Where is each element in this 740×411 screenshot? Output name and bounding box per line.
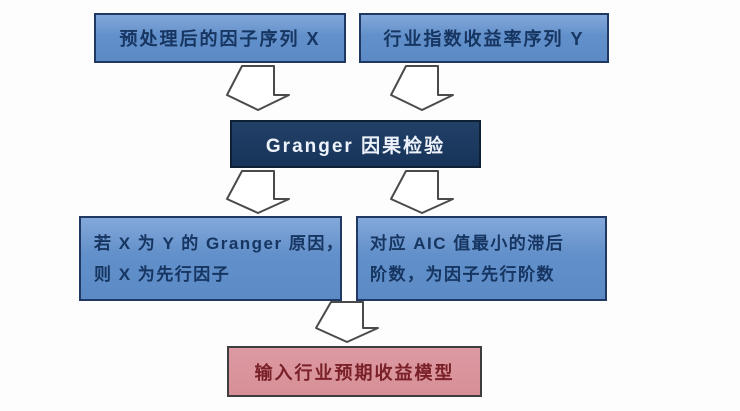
down-arrow-granger-to-conclusion: [226, 170, 290, 214]
node-label-line1: 若 X 为 Y 的 Granger 原因，: [94, 233, 345, 253]
node-granger-causality-test: Granger 因果检验: [230, 120, 481, 168]
node-label-line2: 则 X 为先行因子: [94, 264, 231, 284]
node-aic-optimal-lag: 对应 AIC 值最小的滞后 阶数，为因子先行阶数: [356, 216, 607, 301]
node-label-line2: 阶数，为因子先行阶数: [370, 264, 555, 284]
node-label: 预处理后的因子序列 X: [119, 29, 321, 49]
node-industry-expected-return-model: 输入行业预期收益模型: [227, 346, 482, 397]
node-label: Granger 因果检验: [265, 135, 446, 157]
down-arrow-granger-to-lag: [390, 170, 454, 214]
node-preprocessed-factor-series: 预处理后的因子序列 X: [94, 13, 346, 63]
node-label: 行业指数收益率序列 Y: [383, 29, 585, 49]
down-arrow-factor-to-granger: [226, 65, 290, 111]
down-arrow-return-to-granger: [390, 65, 454, 111]
node-industry-index-return-series: 行业指数收益率序列 Y: [359, 13, 609, 63]
node-label: 输入行业预期收益模型: [254, 362, 455, 383]
node-granger-cause-conclusion: 若 X 为 Y 的 Granger 原因， 则 X 为先行因子: [79, 216, 345, 301]
node-label-line1: 对应 AIC 值最小的滞后: [370, 233, 565, 253]
down-arrow-results-to-model: [315, 301, 379, 343]
